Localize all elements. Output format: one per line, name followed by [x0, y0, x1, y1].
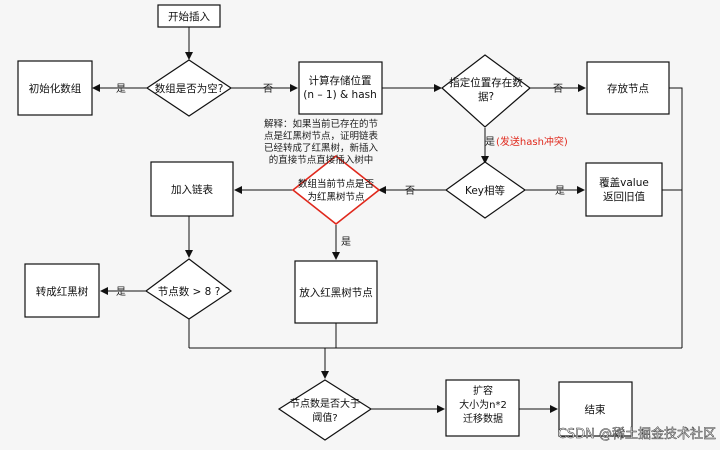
label-store: 存放节点	[607, 82, 649, 95]
node-to-rbtree	[24, 263, 100, 318]
edge-label-exists-yes: 是	[485, 136, 495, 148]
label-start: 开始插入	[168, 10, 210, 23]
node-count	[144, 258, 233, 320]
edge-label-key-no: 否	[405, 185, 415, 197]
label-key-equal: Key相等	[465, 184, 506, 197]
edge-label-exists-yes-note: (发送hash冲突)	[496, 135, 568, 148]
label-add-list: 加入链表	[171, 183, 213, 196]
edges	[92, 27, 683, 413]
node-start	[157, 4, 221, 28]
label-resize-3: 迁移数据	[463, 412, 503, 425]
label-overwrite-2: 返回旧值	[603, 190, 645, 203]
edge-label-exists-no: 否	[553, 83, 563, 95]
node-pos-exists	[441, 54, 531, 128]
node-is-rbtree	[291, 154, 381, 226]
edge-label-count-yes: 是	[116, 286, 126, 298]
edge-store-to-mainline	[669, 87, 683, 348]
node-key-equal	[444, 161, 527, 219]
label-to-rbtree: 转成红黑树	[36, 285, 89, 298]
label-compute-pos-2: (n – 1) & hash	[303, 89, 377, 101]
node-init-array	[17, 60, 93, 116]
label-threshold-2: 阈值?	[312, 411, 337, 424]
edge-labels: 是 否 否 是 (发送hash冲突) 是 否 是 是	[116, 83, 568, 298]
label-init-array: 初始化数组	[29, 82, 82, 95]
label-is-rbtree-2: 为红黑树节点	[307, 191, 365, 203]
node-add-list	[150, 161, 234, 217]
edge-label-rbtree-yes: 是	[341, 236, 351, 248]
label-pos-exists-2: 据?	[478, 90, 494, 103]
label-pos-exists-1: 指定位置存在数	[449, 76, 523, 89]
node-threshold	[277, 379, 373, 441]
label-threshold-1: 节点数是否大于	[290, 397, 360, 410]
node-put-rbtree	[294, 260, 378, 324]
node-end	[558, 381, 633, 437]
label-array-empty: 数组是否为空?	[155, 82, 224, 95]
label-count: 节点数 > 8 ?	[158, 285, 221, 298]
node-store	[586, 61, 670, 115]
edge-label-empty-no: 否	[263, 83, 273, 95]
note-line-4: 的直接节点直接插入树中	[269, 154, 374, 166]
label-is-rbtree-1: 数组当前节点是否	[298, 178, 375, 190]
label-put-rbtree: 放入红黑树节点	[299, 286, 373, 299]
node-resize	[445, 379, 520, 437]
edge-label-key-yes: 是	[555, 185, 565, 197]
nodes	[17, 4, 670, 441]
edge-label-empty-yes: 是	[116, 83, 126, 95]
node-array-empty	[145, 59, 233, 117]
explanation-note: 解释：如果当前已存在的节 点是红黑树节点，证明链表 已经转成了红黑树，新插入 的…	[264, 118, 379, 166]
label-end: 结束	[585, 403, 606, 416]
label-resize-1: 扩容	[473, 384, 493, 397]
note-line-3: 已经转成了红黑树，新插入	[264, 142, 379, 154]
note-line-2: 点是红黑树节点，证明链表	[264, 130, 379, 142]
label-compute-pos-1: 计算存储位置	[309, 74, 372, 87]
label-overwrite-1: 覆盖value	[599, 176, 649, 189]
watermark: CSDN @稀土掘金技术社区	[558, 426, 716, 442]
node-labels: 开始插入 初始化数组 数组是否为空? 计算存储位置 (n – 1) & hash…	[29, 10, 649, 425]
label-resize-2: 大小为n*2	[459, 398, 507, 411]
node-overwrite	[585, 162, 663, 217]
node-compute-pos	[298, 61, 383, 115]
note-line-1: 解释：如果当前已存在的节	[264, 118, 378, 130]
